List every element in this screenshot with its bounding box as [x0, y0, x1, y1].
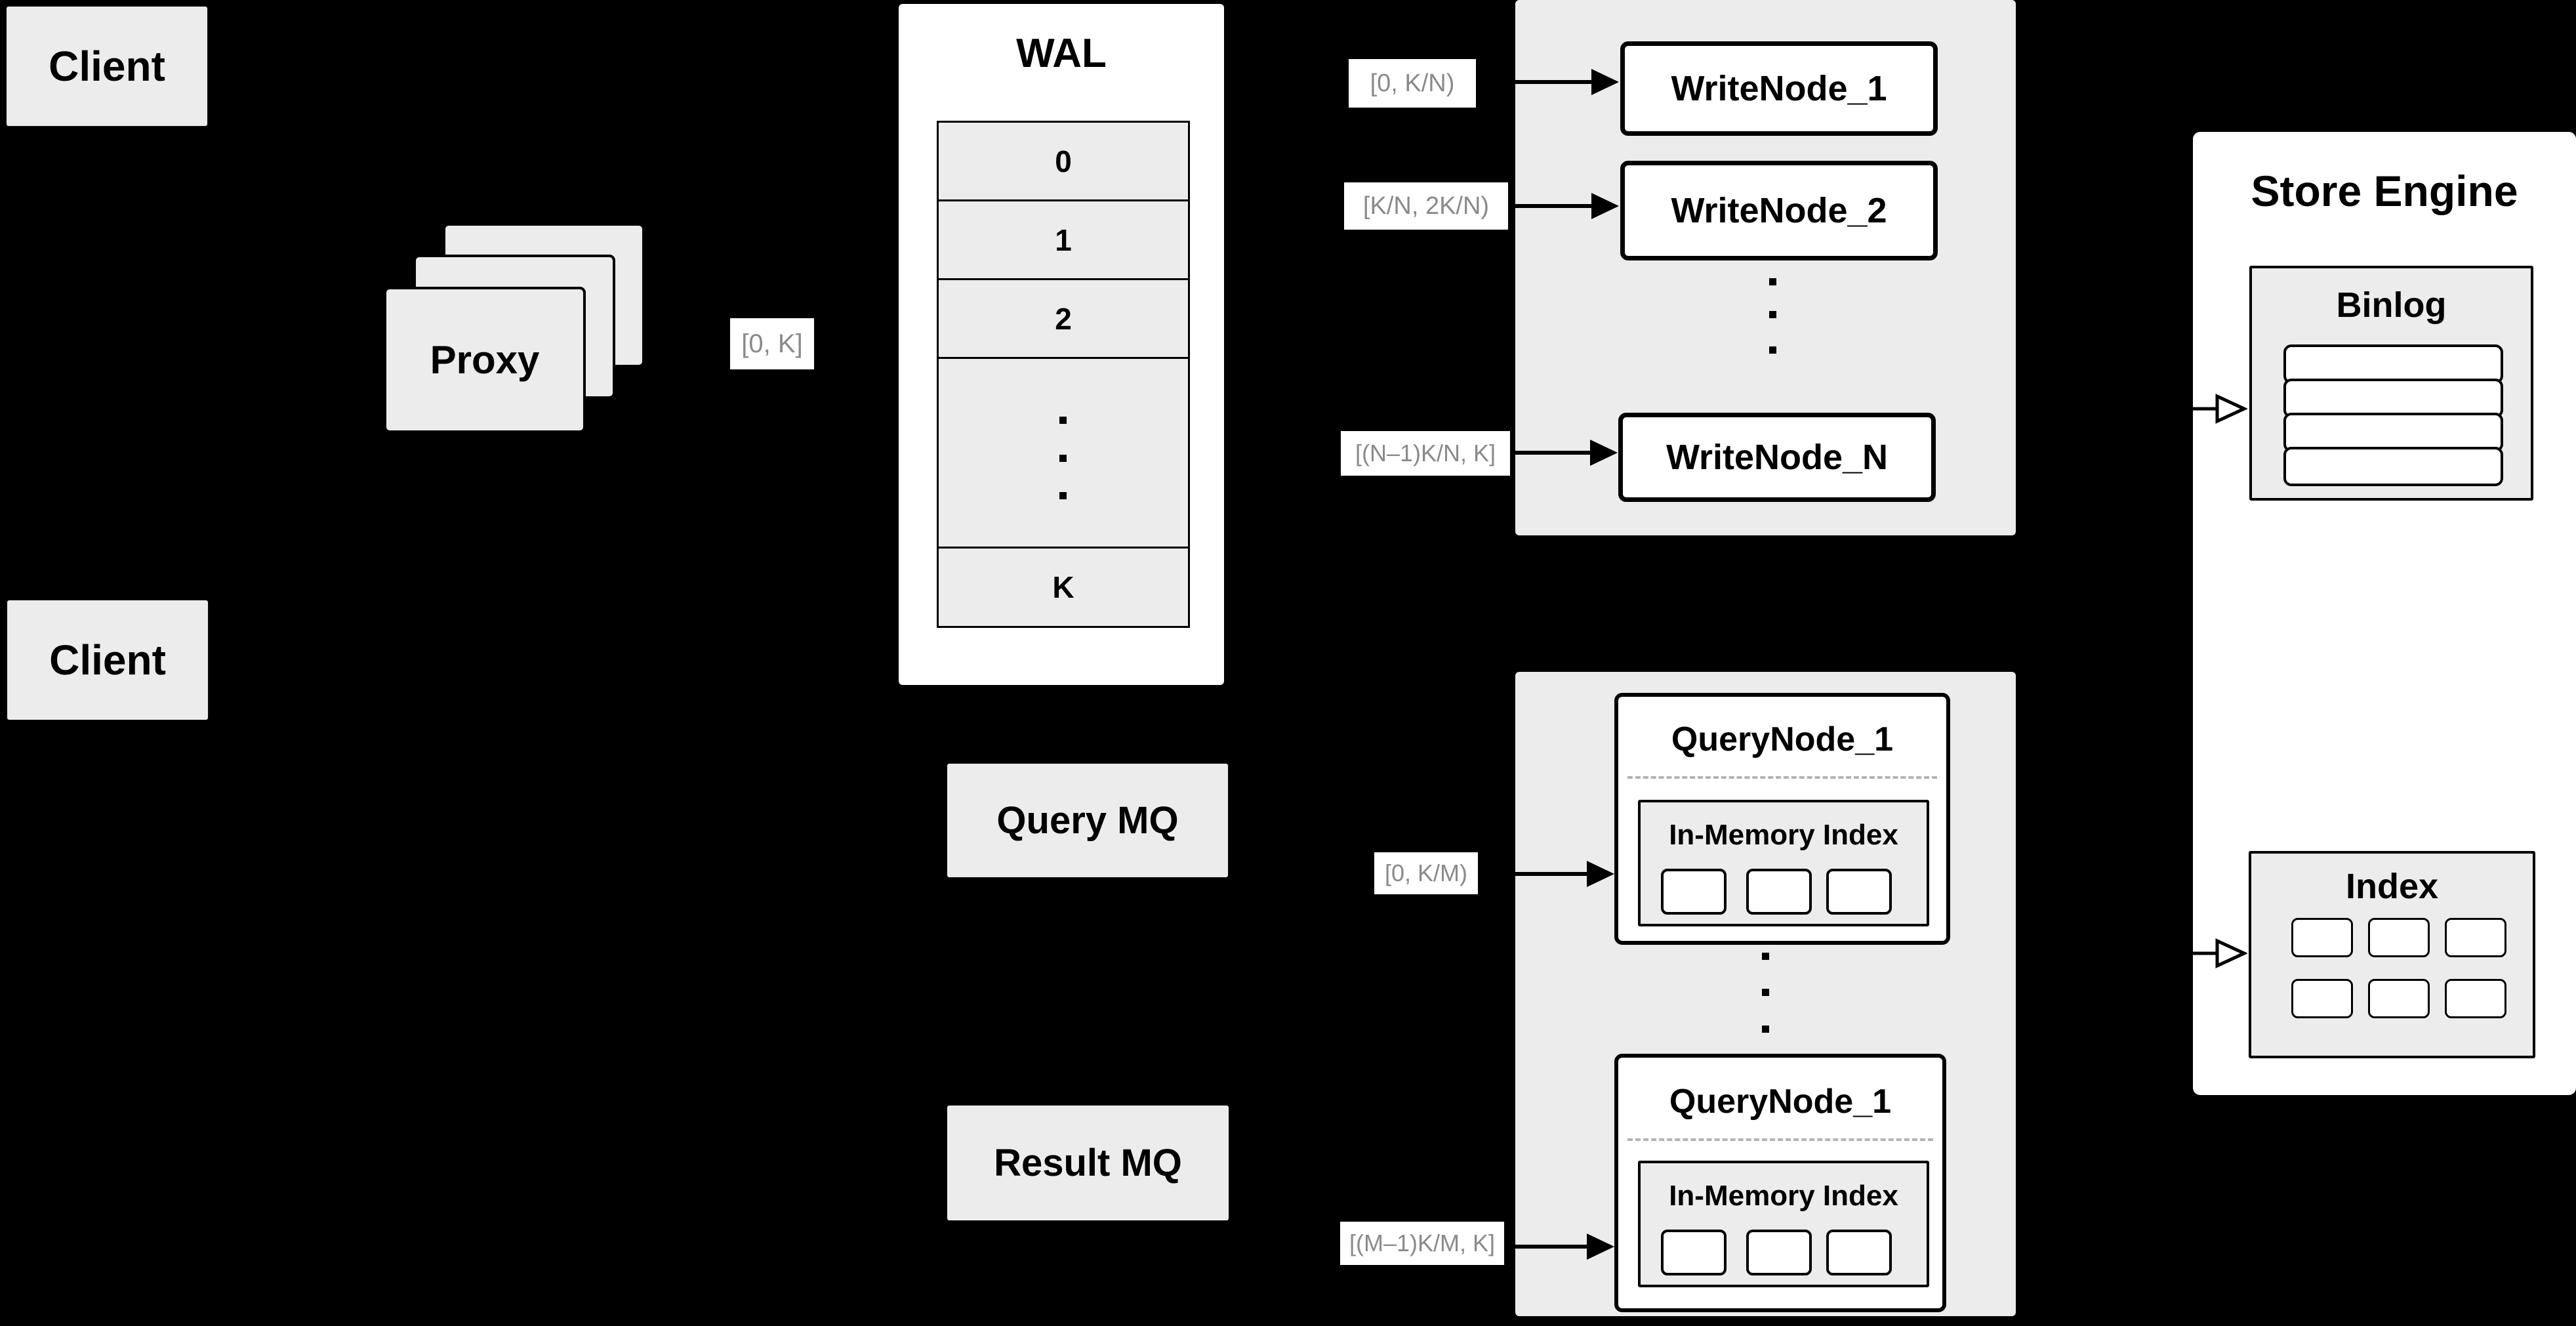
range-label-write-1: [0, K/N)	[1349, 59, 1476, 108]
dashed-separator	[1627, 776, 1937, 779]
wal-cell-0: 0	[937, 121, 1190, 201]
segment-chip	[1826, 1230, 1892, 1275]
query-mq-box: Query MQ	[946, 762, 1229, 879]
open-arrow-right-icon	[2163, 394, 2247, 424]
wal-title: WAL	[1016, 30, 1107, 76]
index-cell	[2445, 979, 2506, 1018]
wal-cell-1: 1	[937, 199, 1190, 280]
segment-chip	[1826, 869, 1892, 915]
arrow-right-icon	[1515, 193, 1619, 219]
write-node-2: WriteNode_2	[1620, 161, 1938, 260]
vertical-ellipsis-icon	[1762, 989, 1769, 996]
vertical-ellipsis-icon	[1762, 1026, 1769, 1033]
vertical-ellipsis-icon	[1762, 953, 1769, 960]
vertical-ellipsis-icon	[1769, 311, 1776, 318]
client-box-top: Client	[5, 5, 209, 127]
index-cell	[2368, 979, 2430, 1018]
binlog-row	[2283, 413, 2503, 452]
index-cell	[2368, 918, 2430, 957]
range-label-write-2: [K/N, 2K/N)	[1344, 182, 1508, 230]
index-cell	[2291, 979, 2353, 1018]
in-memory-index-bottom-title: In-Memory Index	[1669, 1180, 1898, 1212]
index-box: Index	[2249, 851, 2535, 1058]
binlog-row	[2283, 344, 2503, 384]
proxy-label: Proxy	[430, 338, 540, 382]
vertical-ellipsis-icon	[1769, 278, 1776, 285]
wal-cell-ellipsis	[937, 357, 1190, 549]
proxy-card-front: Proxy	[384, 287, 586, 433]
arrow-right-icon	[1511, 1233, 1614, 1260]
arrow-right-icon	[1511, 861, 1614, 887]
index-title: Index	[2345, 867, 2439, 906]
vertical-ellipsis-icon	[1059, 417, 1067, 424]
segment-chip	[1661, 869, 1727, 915]
in-memory-index-bottom: In-Memory Index	[1638, 1161, 1929, 1287]
arrow-right-icon	[1514, 440, 1618, 466]
wal-table: 0 1 2 K	[937, 121, 1190, 628]
binlog-row	[2283, 447, 2503, 486]
store-engine-title: Store Engine	[2251, 167, 2518, 215]
client-bottom-label: Client	[49, 636, 166, 684]
segment-chip	[1746, 869, 1812, 915]
range-label-query-m: [(M–1)K/M, K]	[1340, 1222, 1504, 1265]
binlog-row	[2283, 379, 2503, 418]
index-cell	[2291, 918, 2353, 957]
vertical-ellipsis-icon	[1769, 346, 1776, 354]
segment-chip	[1746, 1230, 1812, 1275]
vertical-ellipsis-icon	[1059, 492, 1067, 499]
result-mq-box: Result MQ	[946, 1104, 1230, 1222]
index-cell	[2445, 918, 2506, 957]
dashed-separator	[1627, 1138, 1933, 1141]
open-arrow-right-icon	[2163, 938, 2247, 968]
binlog-box: Binlog	[2249, 266, 2533, 501]
segment-chip	[1661, 1230, 1727, 1275]
arrow-right-icon	[1515, 69, 1619, 95]
range-label-query-1: [0, K/M)	[1374, 852, 1478, 894]
binlog-title: Binlog	[2336, 285, 2447, 325]
in-memory-index-top: In-Memory Index	[1638, 800, 1929, 926]
vertical-ellipsis-icon	[1059, 455, 1067, 462]
query-node-top: QueryNode_1 In-Memory Index	[1614, 693, 1950, 945]
wal-box: WAL 0 1 2 K	[896, 1, 1227, 688]
wal-cell-2: 2	[937, 278, 1190, 359]
query-node-bottom: QueryNode_1 In-Memory Index	[1614, 1054, 1946, 1312]
wal-cell-k: K	[937, 547, 1190, 628]
range-label-proxy-out: [0, K]	[730, 318, 814, 369]
range-label-write-n: [(N–1)K/N, K]	[1341, 431, 1510, 476]
in-memory-index-top-title: In-Memory Index	[1669, 819, 1898, 851]
write-node-1: WriteNode_1	[1620, 41, 1938, 136]
write-node-n: WriteNode_N	[1618, 413, 1936, 502]
client-box-bottom: Client	[6, 599, 209, 721]
client-top-label: Client	[49, 43, 165, 90]
query-node-bottom-title: QueryNode_1	[1669, 1083, 1892, 1121]
query-node-top-title: QueryNode_1	[1671, 720, 1894, 758]
